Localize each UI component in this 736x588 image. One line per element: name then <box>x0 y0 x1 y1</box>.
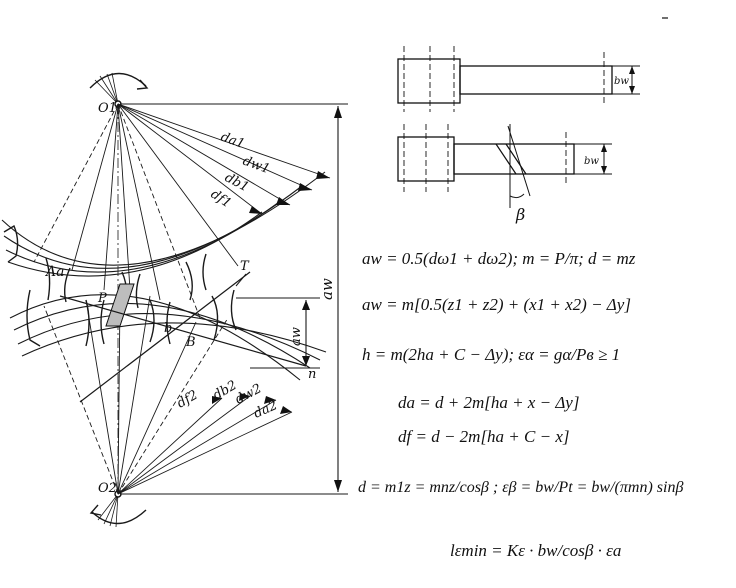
formula-root-diameter: df = d − 2m[ha + C − x] <box>398 427 570 446</box>
helical-dim-arrow-bottom <box>601 166 607 174</box>
dim-arrow-aw-top <box>334 106 342 118</box>
teeth-gear2 <box>26 289 237 347</box>
arrow-df2 <box>212 396 222 404</box>
label-dw1: dw1 <box>241 154 272 178</box>
label-t: T <box>240 259 250 274</box>
spur-face <box>459 65 613 95</box>
label-big-b: B <box>185 335 196 350</box>
formula-center-distance: aw = 0.5(dω1 + dω2); m = P/π; d = mz <box>362 249 636 268</box>
label-o2: O2 <box>98 481 117 496</box>
label-df2: df2 <box>175 388 201 412</box>
spur-centerlines <box>403 46 605 112</box>
arrow-df1 <box>249 206 262 214</box>
formula-tip-diameter: da = d + 2m[ha + x − Δy] <box>398 393 579 412</box>
label-o1: O1 <box>98 101 117 116</box>
arrow-db1 <box>276 197 290 205</box>
helical-face <box>453 143 575 175</box>
face-width-views: bw bw β <box>397 46 640 224</box>
formula-block: aw = 0.5(dω1 + dω2); m = P/π; d = mz aw … <box>358 249 683 560</box>
formula-center-distance-shifted: aw = m[0.5(z1 + z2) + (x1 + x2) − Δy] <box>362 295 631 314</box>
label-bw-bottom: bw <box>584 156 599 167</box>
arrow-da1 <box>316 171 330 179</box>
arrow-db2 <box>239 393 250 401</box>
center-hatch-top <box>94 72 119 105</box>
spur-dim-arrow-top <box>629 66 635 74</box>
label-aa: Aa <box>44 264 64 280</box>
label-n: n <box>308 367 316 382</box>
formula-min-contact-length: lεmin = Kε · bw/cosβ · εa <box>450 541 621 560</box>
label-hw: aw <box>289 327 304 346</box>
circles-gear1 <box>1 171 326 277</box>
rotation-arrow-top-head <box>136 79 149 90</box>
arrow-dw2 <box>264 396 276 404</box>
label-db1: db1 <box>222 170 251 195</box>
helix-line-1 <box>495 143 517 175</box>
dim-arrow-aw-bottom <box>334 480 342 492</box>
helical-dim-arrow-top <box>601 144 607 152</box>
rays-o2 <box>43 295 293 495</box>
beta-arc <box>509 193 525 199</box>
teeth-gear1 <box>3 224 207 311</box>
label-aw: aw <box>318 278 336 300</box>
rays-o1 <box>33 103 331 319</box>
spur-dim-arrow-bottom <box>629 86 635 94</box>
arrow-T-head <box>235 273 247 287</box>
label-p: P <box>97 291 107 306</box>
rotation-arrow-top <box>89 72 147 89</box>
helical-centerlines <box>403 124 567 192</box>
label-df1: df1 <box>208 187 234 211</box>
formula-helical-contact-ratio: d = m1z = mnz/cosβ ; εβ = bw/Pt = bw/(πm… <box>358 479 683 496</box>
spur-hub <box>397 58 461 104</box>
tangent-line-T <box>79 271 251 403</box>
arrow-dw1 <box>298 183 312 191</box>
arrow-da2 <box>280 406 292 414</box>
label-bw-top: bw <box>614 76 629 87</box>
formula-tooth-height: h = m(2ha + C − Δy); εα = gα/Pв ≥ 1 <box>362 345 620 364</box>
label-b: b <box>164 321 172 336</box>
helix-angle-line <box>507 125 531 197</box>
gear-drawing: O1 O2 da1 dw1 db1 df1 df2 db2 dw2 da2 aw… <box>1 72 348 528</box>
circles-gear2 <box>9 294 327 381</box>
label-da2: da2 <box>252 398 280 422</box>
line-of-action-n <box>59 295 307 367</box>
dim-arrow-hw-top <box>302 300 310 310</box>
contact-patch <box>105 283 135 327</box>
center-hatch-bottom <box>97 493 119 528</box>
label-da1: da1 <box>219 130 247 152</box>
rotation-arrow-bottom <box>91 509 147 525</box>
label-beta: β <box>515 205 525 224</box>
rotation-arrow-bottom-head <box>89 504 102 516</box>
helix-line-2 <box>505 143 527 175</box>
dim-arrow-hw-bottom <box>302 356 310 366</box>
